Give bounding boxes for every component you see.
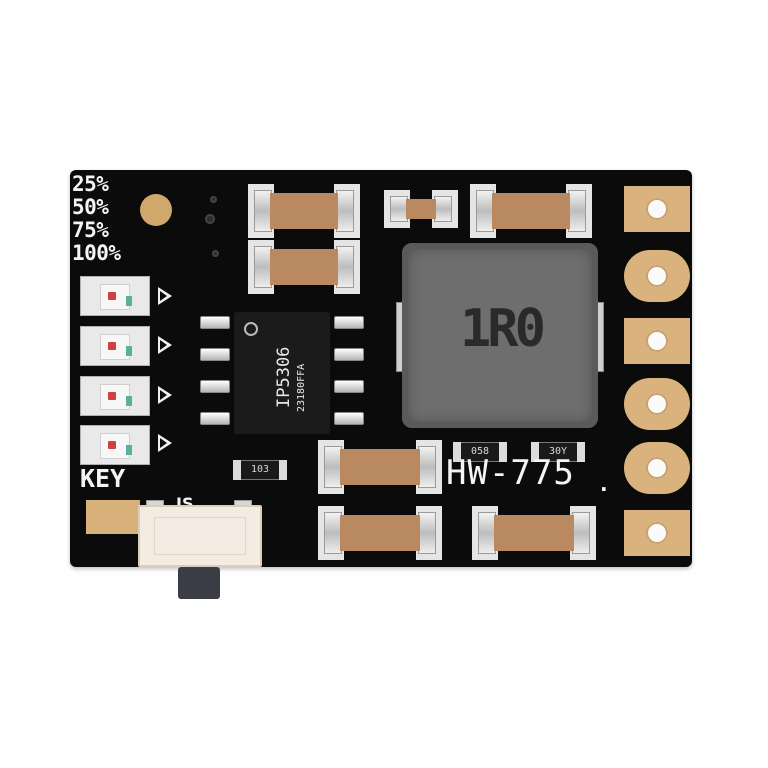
led-100 (80, 425, 150, 465)
capacitor (318, 506, 442, 560)
edge-pad (624, 510, 690, 556)
ic-pin (200, 380, 230, 393)
capacitor (248, 184, 360, 238)
edge-pad (624, 378, 690, 430)
resistor-label: 30Y (548, 446, 568, 457)
mounting-hole-icon (646, 457, 668, 479)
mounting-hole-icon (646, 265, 668, 287)
model-dot: . (600, 472, 608, 496)
ic-pin (334, 348, 364, 361)
ic-pin (334, 380, 364, 393)
switch-knob[interactable] (178, 567, 220, 599)
ic-pin (334, 316, 364, 329)
mounting-hole-icon (646, 330, 668, 352)
ic-pin (334, 412, 364, 425)
resistor: 058 (453, 442, 507, 462)
ic-pin (200, 412, 230, 425)
capacitor (318, 440, 442, 494)
capacitor (470, 184, 592, 238)
indicator-triangle-icon (158, 386, 172, 404)
ic-chip: IP5306 23180FFA (234, 312, 330, 434)
resistor-label: 103 (250, 464, 270, 475)
key-label: KEY (80, 464, 126, 493)
label-50-percent: 50% (72, 195, 109, 219)
ic-date-code: 23180FFA (296, 363, 307, 412)
led-25 (80, 276, 150, 316)
indicator-triangle-icon (158, 434, 172, 452)
inductor-marking: 1R0 (460, 299, 546, 359)
via-icon (210, 196, 217, 203)
resistor: 103 (233, 460, 287, 480)
resistor: 30Y (531, 442, 585, 462)
small-capacitor (384, 190, 458, 228)
ic-marking: IP5306 (274, 346, 294, 408)
capacitor (472, 506, 596, 560)
label-100-percent: 100% (72, 241, 121, 265)
via-icon (205, 214, 215, 224)
mounting-hole-icon (646, 198, 668, 220)
label-25-percent: 25% (72, 172, 109, 196)
resistor-label: 058 (470, 446, 490, 457)
edge-pad (624, 250, 690, 302)
pin1-marker-icon (244, 322, 258, 336)
led-50 (80, 326, 150, 366)
model-label: HW-775 (446, 453, 575, 493)
ic-pin (200, 316, 230, 329)
ic-pin (200, 348, 230, 361)
label-75-percent: 75% (72, 218, 109, 242)
power-inductor: 1R0 (402, 243, 598, 428)
slide-switch[interactable] (138, 505, 262, 567)
edge-pad (624, 318, 690, 364)
test-pad (140, 194, 172, 226)
via-icon (212, 250, 219, 257)
capacitor (248, 240, 360, 294)
key-pad (86, 500, 140, 534)
led-75 (80, 376, 150, 416)
indicator-triangle-icon (158, 287, 172, 305)
edge-pad (624, 442, 690, 494)
edge-pad (624, 186, 690, 232)
mounting-hole-icon (646, 393, 668, 415)
indicator-triangle-icon (158, 336, 172, 354)
mounting-hole-icon (646, 522, 668, 544)
